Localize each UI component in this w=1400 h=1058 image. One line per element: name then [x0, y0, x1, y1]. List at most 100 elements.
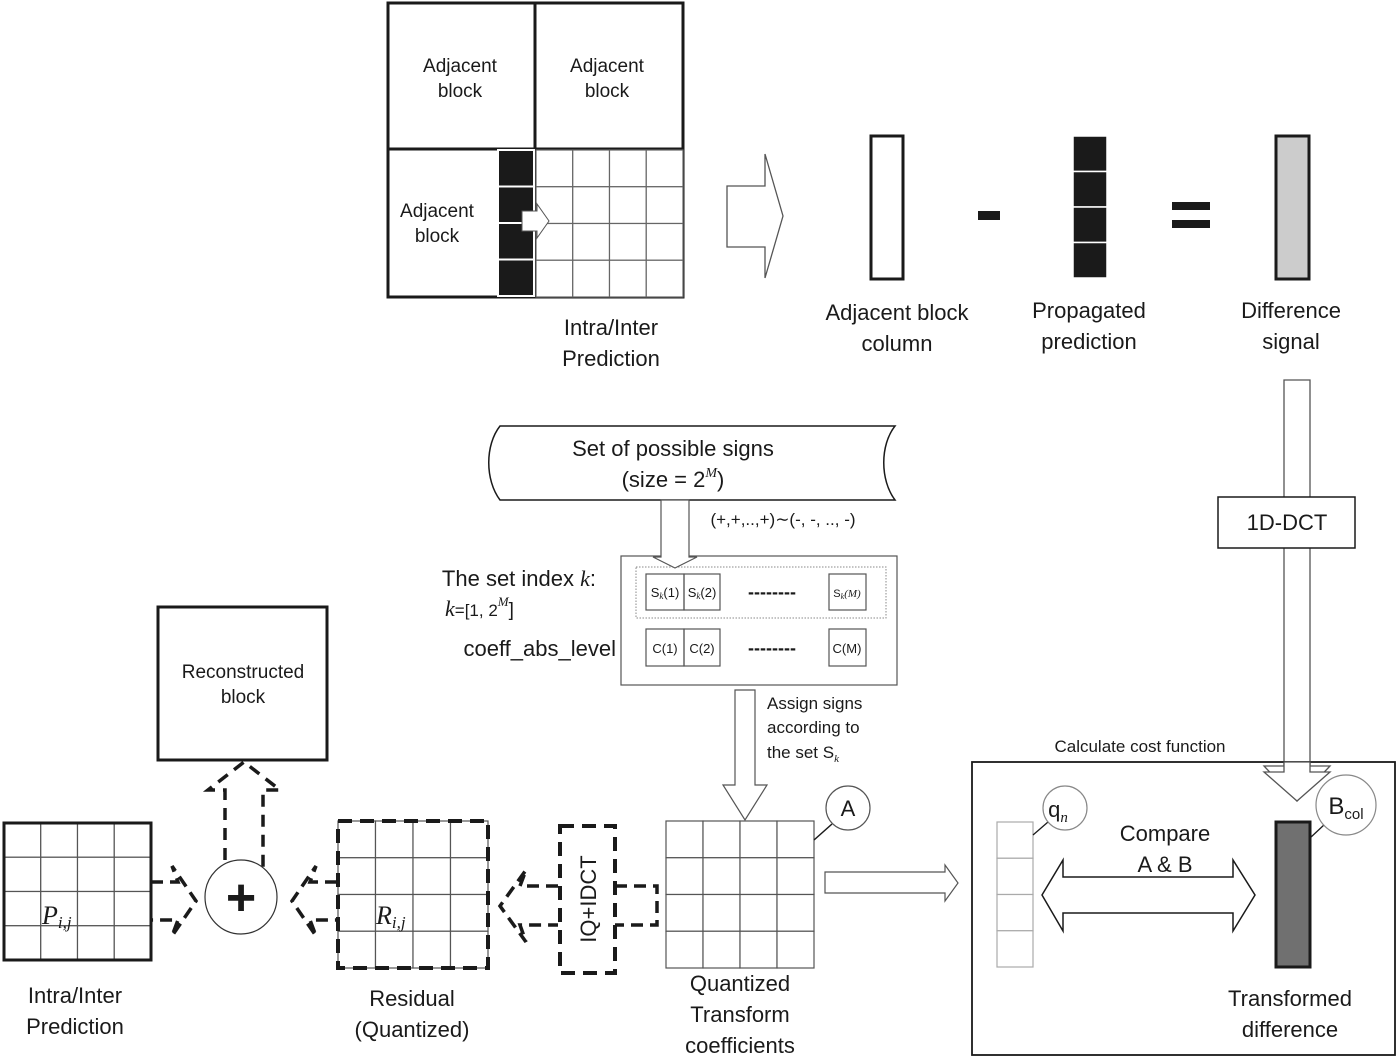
coeff-cell-m [828, 628, 867, 667]
current-block-grid [535, 149, 684, 298]
equals-sign-text: = [1191, 178, 1199, 193]
grid-cell [3, 925, 42, 961]
b-col-label: Bcol [1328, 793, 1363, 823]
b-col-callout [1315, 774, 1377, 836]
grid-cell [776, 820, 815, 859]
coeffs-to-cost-arrow [824, 863, 959, 903]
grid-cell [40, 822, 79, 858]
iq-idct-box [558, 824, 617, 975]
signs-down-arrow [652, 499, 698, 569]
grid-cell [1072, 206, 1108, 244]
grid-cell [665, 893, 704, 932]
iq-to-residual-dashed-arrow [497, 868, 558, 944]
grid-cell [337, 893, 377, 932]
residual-block-frame [336, 819, 490, 970]
compare-double-arrow [1041, 857, 1256, 934]
plus-sign: + [226, 869, 256, 927]
grid-cell [337, 930, 377, 969]
grid-cell [449, 820, 489, 859]
sign-ellipsis: -------- [748, 582, 796, 602]
propagation-arrow [521, 202, 550, 240]
grid-cell [374, 930, 414, 969]
sign-cell-1-text: Sk(1) [651, 585, 680, 601]
coeff-cell-2-text: C(2) [689, 641, 714, 656]
grid-cell [113, 856, 152, 893]
q-callout-line [1032, 821, 1049, 836]
grid-cell [40, 890, 79, 927]
grid-cell [76, 856, 115, 893]
grid-cell [113, 925, 152, 961]
sign-set-box [620, 555, 898, 686]
sign-cell-m-text: Sk(M) [833, 588, 861, 601]
sign-cell-2-text: Sk(2) [688, 585, 717, 601]
grid-cell [996, 930, 1034, 968]
grid-cell [76, 890, 115, 927]
grid-cell [572, 222, 611, 261]
propagated-column-in-block [497, 149, 535, 297]
grid-cell [449, 857, 489, 896]
grid-cell [1072, 241, 1108, 279]
cost-function-box [971, 761, 1396, 1056]
residual-label: Residual(Quantized) [355, 986, 470, 1042]
p-ij-label: Pi,j [41, 901, 72, 932]
grid-cell [374, 857, 414, 896]
dct-box [1217, 496, 1356, 549]
grid-cell [412, 893, 452, 932]
prediction-grid [3, 822, 152, 961]
grid-cell [412, 820, 452, 859]
plus-node [204, 859, 278, 935]
grid-cell [776, 930, 815, 969]
grid-cell [497, 149, 535, 188]
dct-arrow-head [1262, 761, 1332, 802]
adjacent-block-column-bar [869, 134, 905, 281]
grid-cell [739, 857, 778, 896]
residual-grid [337, 820, 489, 969]
grid-cell [996, 893, 1034, 932]
sign-row-frame [635, 566, 887, 619]
grid-cell [608, 259, 647, 298]
prediction-to-plus-dashed-arrow [151, 865, 199, 937]
grid-cell [337, 857, 377, 896]
coeff-cell-2 [683, 628, 721, 667]
grid-cell [497, 258, 535, 297]
coeff-cell-1-text: C(1) [652, 641, 677, 656]
grid-cell [449, 893, 489, 932]
k-range: k=[1, 2M] [445, 594, 514, 621]
grid-cell [1072, 135, 1108, 173]
reconstructed-block [156, 605, 329, 762]
grid-cell [572, 186, 611, 225]
grid-cell [113, 822, 152, 858]
grid-cell [776, 893, 815, 932]
grid-cell [608, 186, 647, 225]
q-n-column [996, 821, 1034, 968]
dct-down-arrow [1262, 379, 1332, 802]
grid-cell [412, 930, 452, 969]
a-label: A [841, 796, 856, 821]
difference-signal-bar [1274, 134, 1311, 281]
grid-cell [702, 820, 741, 859]
q-n-label: qn [1048, 797, 1068, 826]
r-ij-label: Ri,j [375, 901, 406, 932]
grid-cell [645, 186, 684, 225]
q-n-callout [1042, 785, 1088, 831]
grid-cell [535, 149, 574, 188]
coeffs-to-iq-dashed-connector [615, 884, 659, 927]
equals-sign-bottom [1172, 220, 1210, 228]
grid-cell [40, 856, 79, 893]
grid-cell [776, 857, 815, 896]
grid-cell [665, 930, 704, 969]
coeff-abs-level-label: coeff_abs_level [464, 636, 617, 661]
set-of-signs-scroll [488, 425, 897, 501]
grid-cell [645, 222, 684, 261]
grid-cell [996, 857, 1034, 896]
